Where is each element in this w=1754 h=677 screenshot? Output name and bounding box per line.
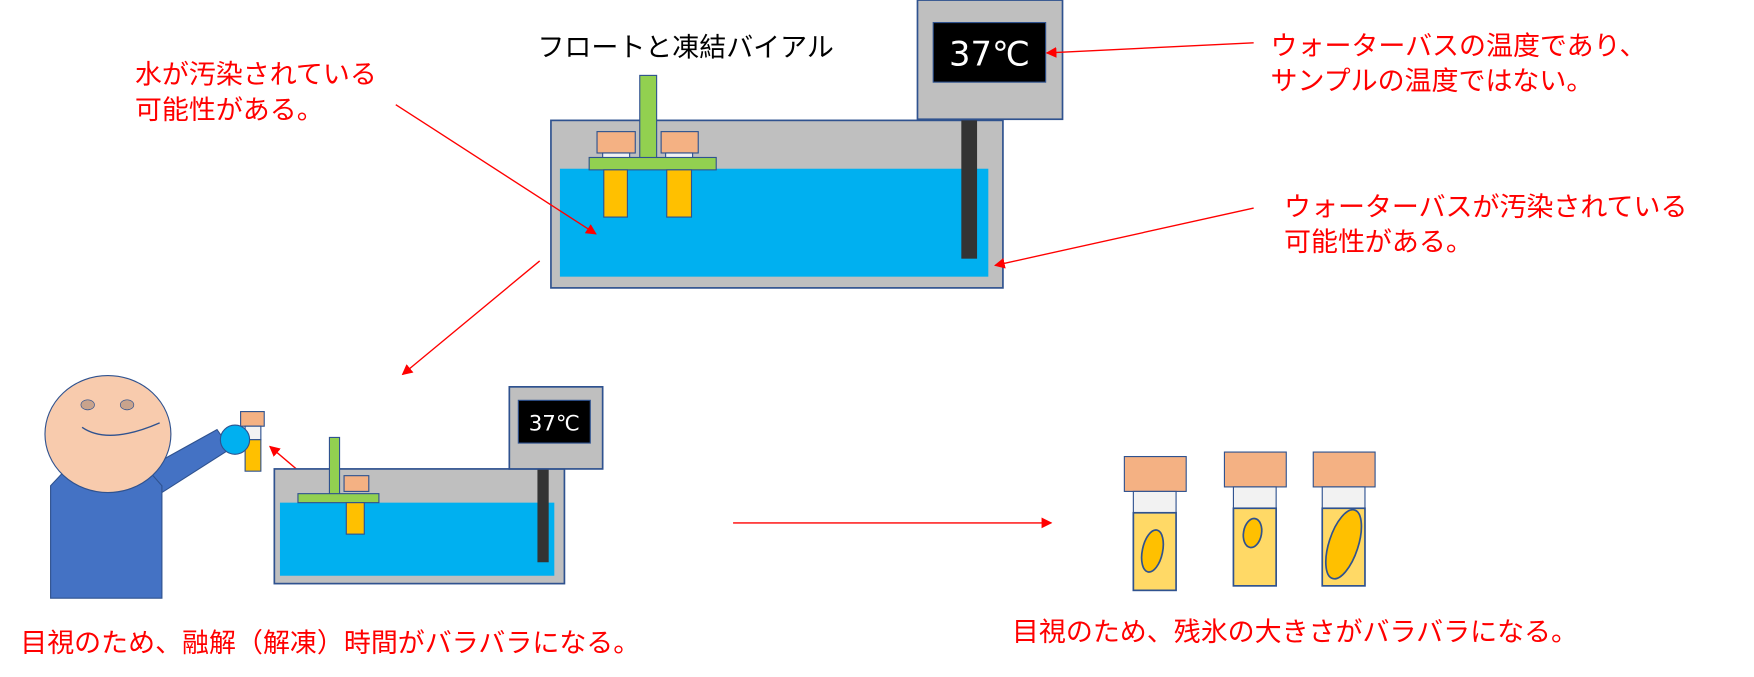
note-line: 可能性がある。 [1284, 227, 1473, 258]
frozen-vial [603, 169, 628, 218]
diagram-title: フロートと凍結バイアル [537, 32, 833, 63]
note-temperature: ウォーターバスの温度であり、 サンプルの温度ではない。 [1271, 31, 1647, 97]
residual-ice [1242, 517, 1263, 549]
note-line: ウォーターバスが汚染されている [1284, 192, 1687, 223]
note-water-contamination: 水が汚染されている 可能性がある。 [135, 59, 377, 126]
temperature-probe [537, 468, 549, 563]
vial-cap [343, 475, 370, 492]
frozen-vial [345, 502, 365, 535]
thawed-vials [1123, 451, 1376, 592]
arrow-to-water [395, 104, 597, 235]
temperature-display [517, 399, 591, 444]
float-plate [588, 156, 717, 171]
smile [81, 422, 160, 436]
temperature-probe [961, 120, 978, 259]
arrow-to-display [1045, 42, 1254, 58]
vial-neck [1132, 490, 1177, 514]
note-line: 可能性がある。 [135, 95, 324, 126]
arrow-to-operator [401, 260, 541, 376]
float-handle [328, 436, 341, 496]
gloved-hand [219, 424, 251, 455]
frozen-vial [666, 169, 693, 218]
arrow-to-bath [994, 207, 1254, 269]
temperature-readout: 37℃ [949, 34, 1030, 73]
vial-cap [660, 131, 699, 154]
vial-neck [1321, 486, 1366, 509]
bath-water [559, 168, 989, 277]
float-handle [639, 74, 658, 160]
thawed-vial [1123, 455, 1187, 592]
caption-thaw-time: 目視のため、融解（解凍）時間がバラバラになる。 [20, 628, 640, 659]
bath-water [279, 502, 555, 576]
eye [119, 399, 135, 411]
note-line: サンプルの温度ではない。 [1271, 66, 1594, 97]
held-vial [244, 439, 262, 472]
operator-person [44, 375, 265, 599]
residual-ice [1324, 508, 1363, 580]
thawed-vial [1312, 451, 1376, 587]
large-water-bath: 37℃ [550, 0, 1064, 289]
vial-cap [596, 131, 636, 154]
vial-cap [1223, 451, 1287, 488]
vial-cap [240, 411, 265, 427]
float-with-vials [588, 74, 717, 218]
residual-ice [1140, 529, 1165, 573]
head [44, 375, 172, 494]
vial-neck [1232, 486, 1277, 509]
temperature-display [932, 21, 1047, 83]
note-line: 水が汚染されている [135, 59, 377, 90]
eye [80, 399, 95, 411]
small-water-bath: 37℃ [273, 386, 604, 585]
caption-residual-ice: 目視のため、残氷の大きさがバラバラになる。 [1012, 617, 1578, 648]
float-plate [297, 493, 380, 504]
temperature-readout: 37℃ [529, 412, 580, 437]
vial-cap [1312, 451, 1376, 488]
vial-cap [1123, 455, 1187, 492]
thawed-vial [1223, 451, 1287, 587]
note-bath-contamination: ウォーターバスが汚染されている 可能性がある。 [1284, 192, 1687, 258]
note-line: ウォーターバスの温度であり、 [1271, 31, 1647, 62]
